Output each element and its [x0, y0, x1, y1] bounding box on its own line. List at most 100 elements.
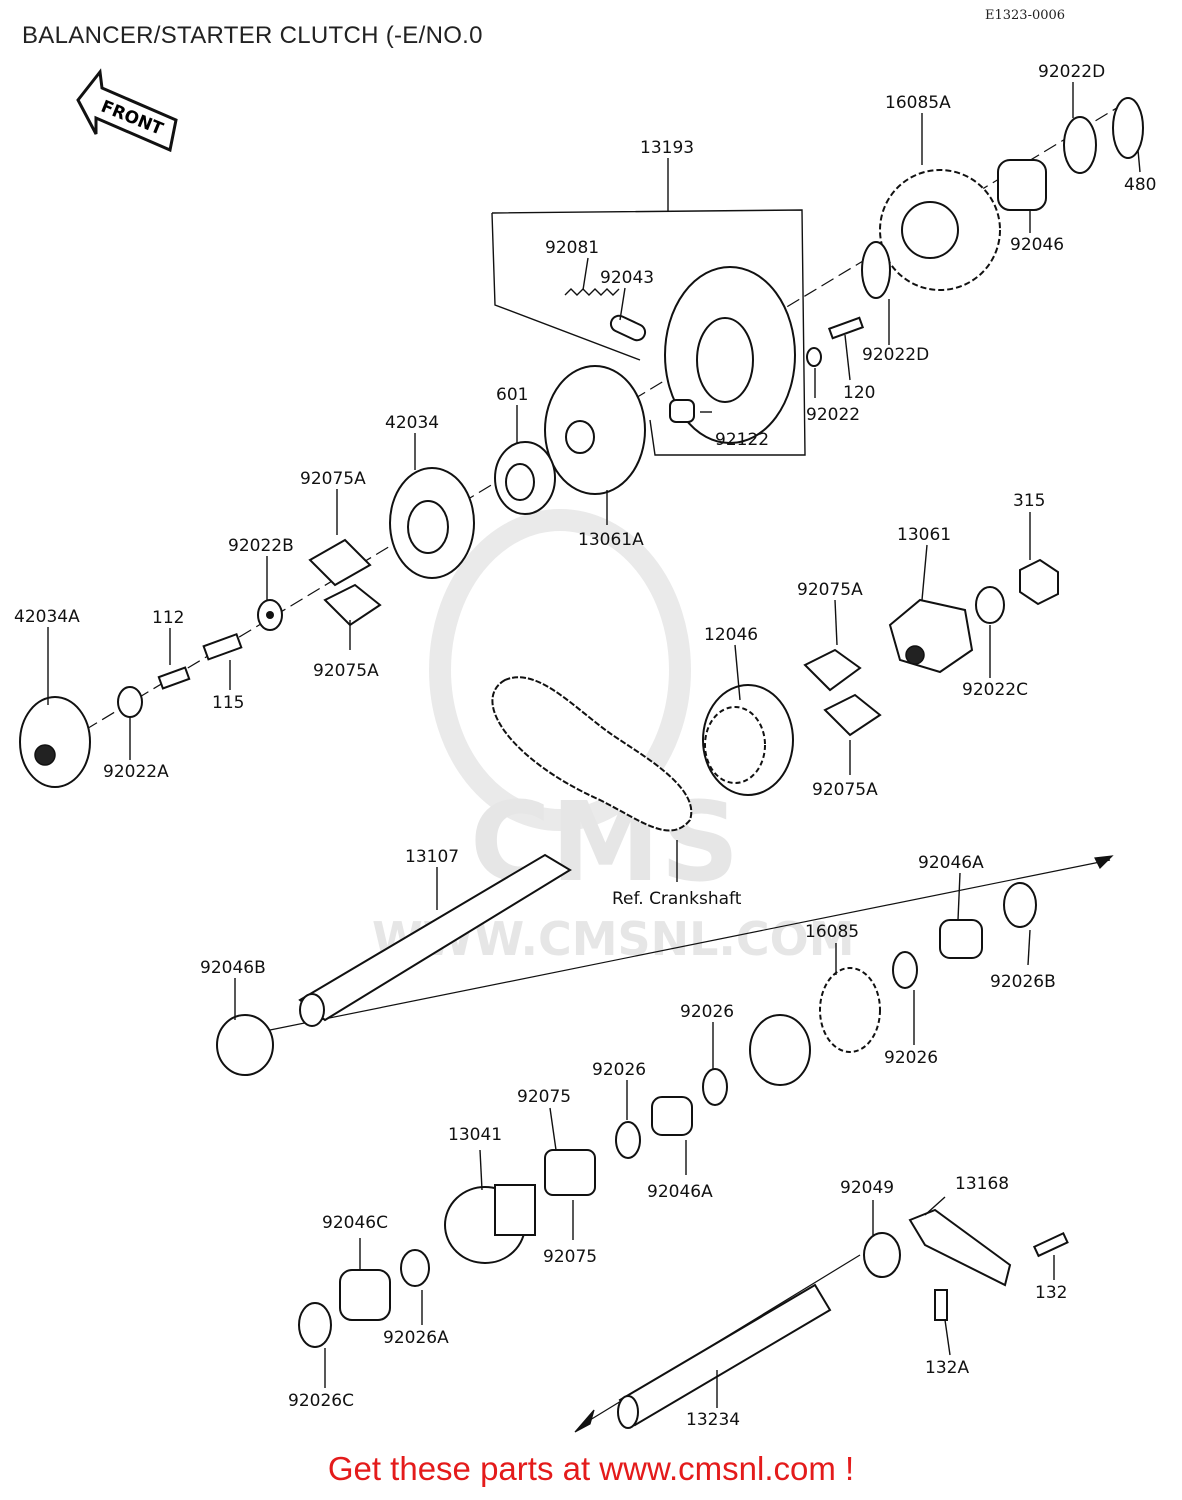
flange-13061A-icon [544, 365, 646, 495]
label-92022B: 92022B [228, 536, 294, 556]
label-92022D-top: 92022D [1038, 62, 1105, 82]
label-112: 112 [152, 608, 184, 628]
gear-16085A-icon [879, 169, 1001, 291]
label-13061: 13061 [897, 525, 951, 545]
label-92075A-2: 92075A [313, 661, 379, 681]
label-92022A: 92022A [103, 762, 169, 782]
label-92046: 92046 [1010, 235, 1064, 255]
label-92026A: 92026A [383, 1328, 449, 1348]
label-92046A-top: 92046A [918, 853, 984, 873]
label-13107: 13107 [405, 847, 459, 867]
label-92075-bot: 92075 [543, 1247, 597, 1267]
label-42034: 42034 [385, 413, 439, 433]
nut-315-icon [1019, 558, 1059, 606]
label-92043: 92043 [600, 268, 654, 288]
shaft-13107-icon [298, 853, 572, 1027]
label-92022: 92022 [806, 405, 860, 425]
label-42034A: 42034A [14, 607, 80, 627]
shaft-13234-icon [617, 1283, 832, 1429]
label-92022D: 92022D [862, 345, 929, 365]
label-315: 315 [1013, 491, 1045, 511]
label-13041: 13041 [448, 1125, 502, 1145]
washer-92022A-icon [117, 686, 143, 718]
bolt-112-icon [157, 666, 191, 690]
washer-92049-icon [863, 1232, 901, 1278]
washer-92022C-icon [975, 586, 1005, 624]
label-120: 120 [843, 383, 875, 403]
label-92122: 92122 [715, 430, 769, 450]
label-92046C: 92046C [322, 1213, 388, 1233]
washer-92026A-icon [400, 1249, 430, 1287]
ref-crankshaft-label: Ref. Crankshaft [612, 889, 742, 909]
washer-92026C-icon [298, 1302, 332, 1348]
label-92075-top: 92075 [517, 1087, 571, 1107]
label-92026-a: 92026 [680, 1002, 734, 1022]
label-92026-c: 92026 [592, 1060, 646, 1080]
bearing-92046A-icon [651, 1096, 693, 1136]
bearing-92046-icon [997, 159, 1047, 211]
circlip-480-icon [1112, 97, 1144, 159]
washer-92022D-top-icon [1063, 116, 1097, 174]
lever-13168-icon [908, 1208, 1012, 1287]
label-132A: 132A [925, 1358, 969, 1378]
gear-16085-icon [749, 967, 881, 1086]
bearing-601-icon [494, 441, 556, 515]
bolt-115-icon [202, 632, 243, 661]
washer-92026-mid-icon [702, 1068, 728, 1106]
footer-cta-link[interactable]: Get these parts at www.cmsnl.com ! [327, 1450, 855, 1487]
hub-13061-icon [888, 598, 974, 674]
bearing-92046B-icon [216, 1014, 274, 1076]
washer-92022-icon [806, 347, 822, 367]
page-title: BALANCER/STARTER CLUTCH (-E/NO.0 [22, 22, 483, 49]
label-92046B: 92046B [200, 958, 266, 978]
washer-92026B-icon [1003, 882, 1037, 928]
label-13061A: 13061A [578, 530, 644, 550]
front-arrow-icon: FRONT [76, 68, 178, 153]
label-92026B: 92026B [990, 972, 1056, 992]
spring-92081-icon [564, 288, 620, 296]
hub-13041-icon [444, 1184, 536, 1264]
starter-clutch-13193-icon [664, 266, 796, 444]
label-92075A-1: 92075A [300, 469, 366, 489]
label-13193: 13193 [640, 138, 694, 158]
damper-92075A-lower-icon [803, 648, 882, 737]
label-92046A: 92046A [647, 1182, 713, 1202]
bearing-92046C-icon [339, 1269, 391, 1321]
sprocket-12046-icon [702, 684, 794, 796]
damper-92075A-upper-icon [308, 538, 382, 627]
label-12046: 12046 [704, 625, 758, 645]
label-13234: 13234 [686, 1410, 740, 1430]
label-92081: 92081 [545, 238, 599, 258]
washer-92026-left-icon [615, 1121, 641, 1159]
diagram-code: E1323-0006 [985, 8, 1066, 23]
washer-92022B-icon [257, 599, 283, 631]
leader-lines [47, 82, 1141, 1408]
hub-42034-icon [389, 467, 475, 579]
label-601: 601 [496, 385, 528, 405]
damper-92075-icon [544, 1149, 596, 1196]
label-13168: 13168 [955, 1174, 1009, 1194]
label-480: 480 [1124, 175, 1156, 195]
label-92049: 92049 [840, 1178, 894, 1198]
roller-92122-icon [669, 399, 695, 423]
label-92075A-4: 92075A [812, 780, 878, 800]
watermark: CMS WWW.CMSNL.COM [372, 509, 855, 966]
label-92075A-3: 92075A [797, 580, 863, 600]
washer-92022D-icon [861, 241, 891, 299]
hub-42034A-icon [19, 696, 91, 788]
label-132: 132 [1035, 1283, 1067, 1303]
label-115: 115 [212, 693, 244, 713]
part-labels: 13193 92022D 16085A 480 92046 92081 9204… [14, 62, 1156, 1430]
pin-92043-icon [609, 314, 647, 342]
chain-icon [491, 676, 693, 832]
bearing-92046A-top-icon [939, 919, 983, 959]
label-92026C: 92026C [288, 1391, 354, 1411]
label-92026-b: 92026 [884, 1048, 938, 1068]
bolt-120-icon [827, 316, 865, 340]
label-16085: 16085 [805, 922, 859, 942]
label-16085A: 16085A [885, 93, 951, 113]
assembly-bracket [491, 209, 806, 456]
label-92022C: 92022C [962, 680, 1028, 700]
washer-92026-right-icon [892, 951, 918, 989]
